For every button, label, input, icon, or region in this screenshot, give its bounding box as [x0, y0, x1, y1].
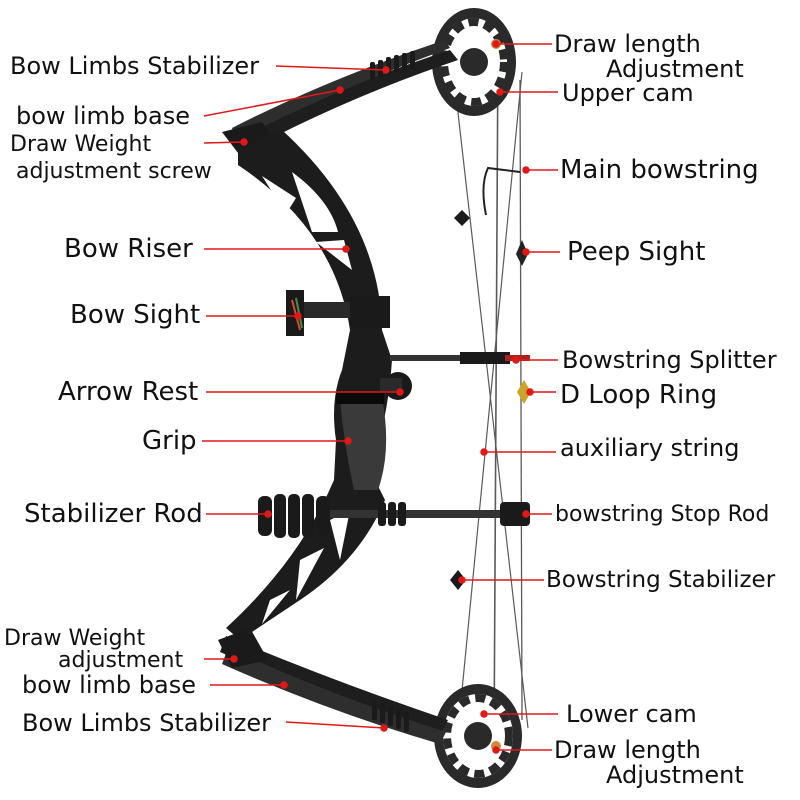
label-bowstring-stabilizer: Bowstring Stabilizer [546, 567, 776, 593]
label-draw-weight-screw-line2: adjustment screw [16, 159, 212, 184]
label-draw-length-top-line1: Draw length [554, 30, 701, 58]
label-main-bowstring: Main bowstring [560, 155, 759, 185]
arrow-rest-unit [380, 372, 412, 400]
main-bowstring [493, 44, 499, 746]
label-bowstring-splitter: Bowstring Splitter [562, 346, 777, 374]
leader-lines [202, 40, 560, 754]
label-bow-limbs-stabilizer-top: Bow Limbs Stabilizer [10, 52, 260, 80]
label-grip: Grip [142, 426, 197, 456]
label-stabilizer-rod: Stabilizer Rod [24, 499, 203, 529]
label-draw-weight-bottom-line2: adjustment [58, 648, 184, 673]
label-bow-riser: Bow Riser [64, 234, 193, 264]
label-upper-cam: Upper cam [562, 79, 694, 107]
splitter-rod [390, 352, 530, 364]
label-draw-weight-screw-line1: Draw Weight [10, 132, 152, 157]
lower-cam [434, 684, 522, 788]
label-draw-length-bottom-line1: Draw length [554, 736, 701, 764]
auxiliary-string-b [457, 71, 523, 733]
upper-limb-dampeners [370, 51, 415, 80]
d-loop-string [482, 166, 521, 216]
label-auxiliary-string: auxiliary string [560, 434, 740, 462]
strings [451, 44, 529, 746]
label-bow-limbs-stabilizer-bottom: Bow Limbs Stabilizer [22, 709, 272, 737]
grip-shape [340, 398, 387, 490]
bow-sight-unit [286, 290, 390, 336]
lower-limb-dampeners [372, 700, 409, 732]
string-right [519, 79, 523, 721]
label-d-loop-ring: D Loop Ring [560, 380, 718, 410]
label-bow-limb-base-top: bow limb base [16, 102, 190, 130]
label-draw-length-bottom-line2: Adjustment [606, 761, 744, 789]
auxiliary-string-a [451, 59, 529, 729]
lower-limbs [218, 628, 448, 744]
label-bow-limb-base-bottom: bow limb base [22, 671, 196, 699]
label-bow-sight: Bow Sight [70, 300, 201, 330]
label-draw-weight-bottom-line1: Draw Weight [4, 626, 146, 651]
label-draw-length-top-line2: Adjustment [606, 55, 744, 83]
label-arrow-rest: Arrow Rest [58, 377, 199, 407]
string-accessories [450, 210, 531, 590]
bow-riser-body [226, 130, 392, 640]
label-lower-cam: Lower cam [566, 700, 697, 728]
label-bowstring-stop-rod: bowstring Stop Rod [555, 502, 770, 527]
label-peep-sight: Peep Sight [567, 237, 706, 267]
stabilizer-assembly [258, 494, 530, 538]
